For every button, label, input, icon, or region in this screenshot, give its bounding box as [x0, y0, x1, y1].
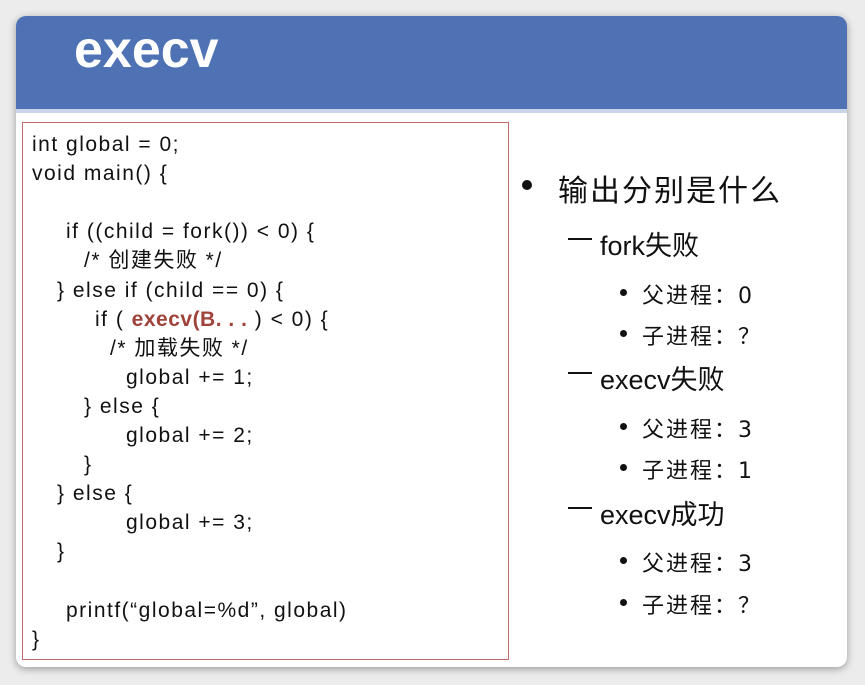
- code-line-10: } else {: [84, 395, 161, 418]
- title-bar: execv: [16, 16, 847, 113]
- code-line-12: }: [84, 453, 93, 476]
- code-line-13: } else {: [57, 482, 134, 505]
- code-line-6: } else if (child == 0) {: [57, 279, 285, 302]
- bullet-dot-icon: [620, 330, 627, 337]
- code-line-1: int global = 0;: [32, 133, 181, 156]
- bullet-dot-icon: [620, 464, 627, 471]
- code-line-14: global += 3;: [126, 511, 254, 534]
- bullet-dot-icon: [620, 289, 627, 296]
- bullet-dot-icon: [620, 599, 627, 606]
- bullet-dot-icon: [620, 423, 627, 430]
- bullet-dot-icon: [522, 180, 532, 190]
- code-line-5: /* 创建失败 */: [84, 249, 223, 272]
- dash-icon: [568, 507, 592, 509]
- slide: execv int global = 0; void main() { if (…: [16, 16, 847, 667]
- code-line-15: }: [57, 540, 66, 563]
- code-box: int global = 0; void main() { if ((child…: [22, 122, 509, 660]
- code-line-17: printf(“global=%d”, global): [66, 599, 348, 622]
- code-line-2: void main() {: [32, 162, 169, 185]
- bullet-dot-icon: [620, 557, 627, 564]
- code-line-4: if ((child = fork()) < 0) {: [66, 220, 316, 243]
- code-condition: ) < 0) {: [254, 308, 330, 331]
- code-line-8: /* 加载失败 */: [110, 337, 249, 360]
- dash-icon: [568, 238, 592, 240]
- code-line-7: if ( execv(B. . . ) < 0) {: [95, 308, 329, 332]
- code-line-11: global += 2;: [126, 424, 254, 447]
- code-if-keyword: if (: [95, 308, 125, 331]
- code-line-9: global += 1;: [126, 366, 254, 389]
- execv-call-highlight: execv(B. . .: [131, 308, 248, 331]
- slide-title: execv: [74, 21, 219, 79]
- code-line-18: }: [32, 628, 41, 651]
- dash-icon: [568, 372, 592, 374]
